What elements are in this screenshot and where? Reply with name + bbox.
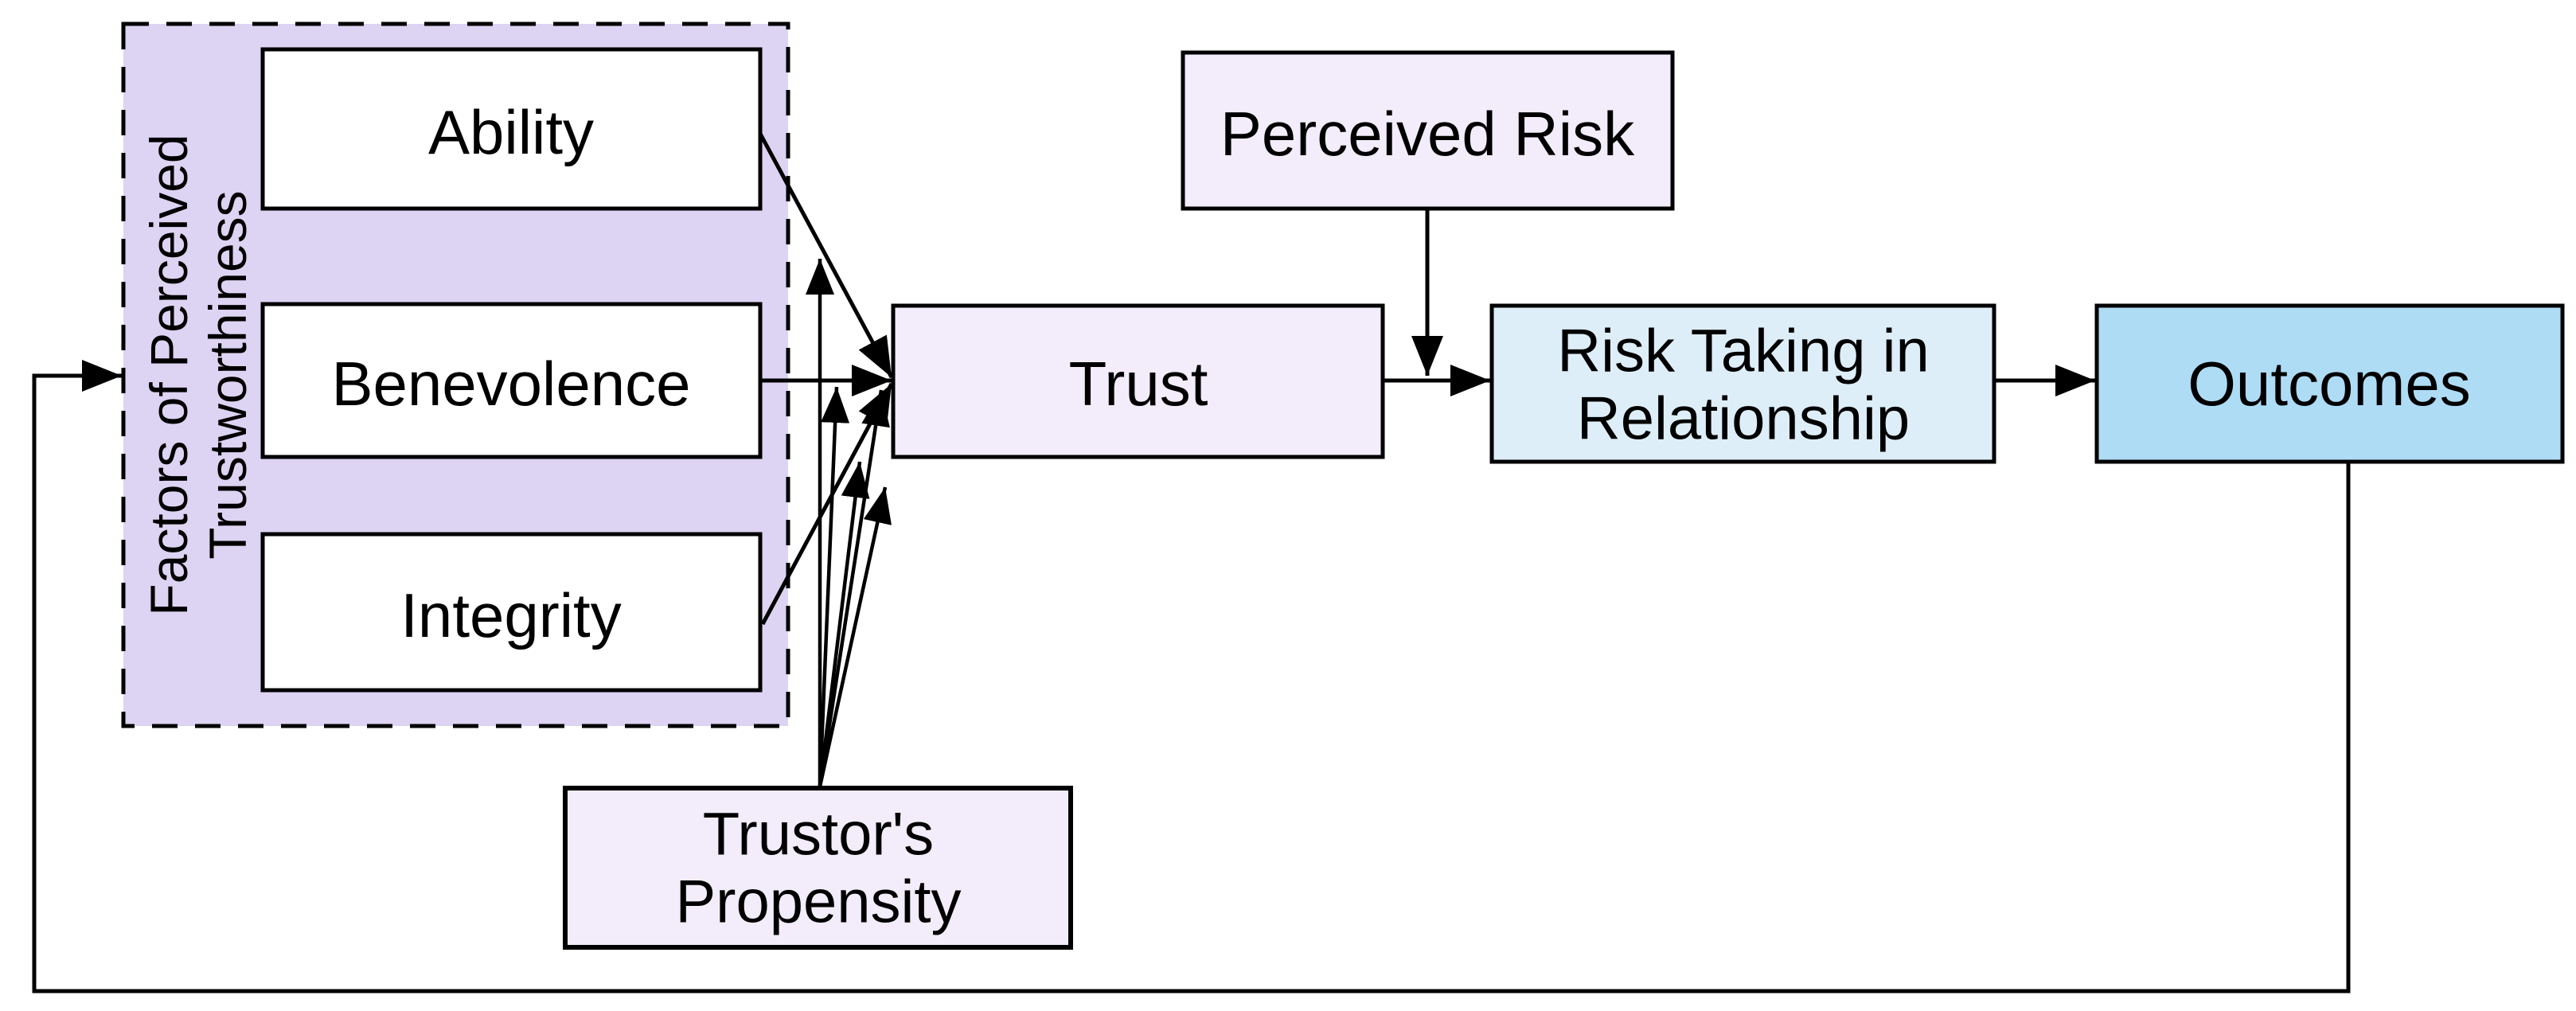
perceived-risk-label: Perceived Risk — [1220, 99, 1635, 169]
node-benevolence: Benevolence — [260, 302, 763, 459]
edge-propensity-fan-5 — [818, 486, 892, 787]
factors-group-label-line1: Factors of Perceived — [139, 134, 198, 615]
trustors-propensity-label-line2: Propensity — [675, 869, 961, 936]
trustors-propensity-label-line1: Trustor's — [703, 801, 934, 869]
edge-outcomes-feedback-to-factors — [32, 360, 2351, 993]
ability-label: Ability — [428, 97, 594, 167]
node-perceived-risk: Perceived Risk — [1181, 50, 1675, 211]
node-risk-taking: Risk Taking in Relationship — [1489, 303, 1996, 464]
risk-taking-label-line1: Risk Taking in — [1557, 318, 1929, 385]
edge-trustors-propensity-fan — [806, 259, 892, 787]
trust-label: Trust — [1069, 349, 1208, 419]
outcomes-label: Outcomes — [2188, 349, 2470, 419]
edge-propensity-fan-4 — [818, 389, 890, 787]
node-ability: Ability — [260, 47, 763, 211]
node-integrity: Integrity — [260, 532, 763, 693]
trust-box — [891, 303, 1385, 459]
factors-group-label-line2: Trustworthiness — [198, 190, 257, 559]
ability-box — [260, 47, 763, 211]
edge-propensity-fan-2 — [818, 386, 850, 787]
trustors-propensity-box — [563, 786, 1073, 950]
risk-taking-box — [1489, 303, 1996, 464]
benevolence-label: Benevolence — [331, 349, 690, 419]
node-outcomes: Outcomes — [2094, 303, 2565, 464]
outcomes-box — [2094, 303, 2565, 464]
benevolence-box — [260, 302, 763, 459]
risk-taking-label-line2: Relationship — [1577, 385, 1910, 453]
node-trustors-propensity: Trustor's Propensity — [563, 786, 1073, 950]
perceived-risk-box — [1181, 50, 1675, 211]
edge-ability-to-trust — [758, 132, 894, 379]
integrity-box — [260, 532, 763, 693]
integrity-label: Integrity — [400, 580, 621, 650]
node-trust: Trust — [891, 303, 1385, 459]
